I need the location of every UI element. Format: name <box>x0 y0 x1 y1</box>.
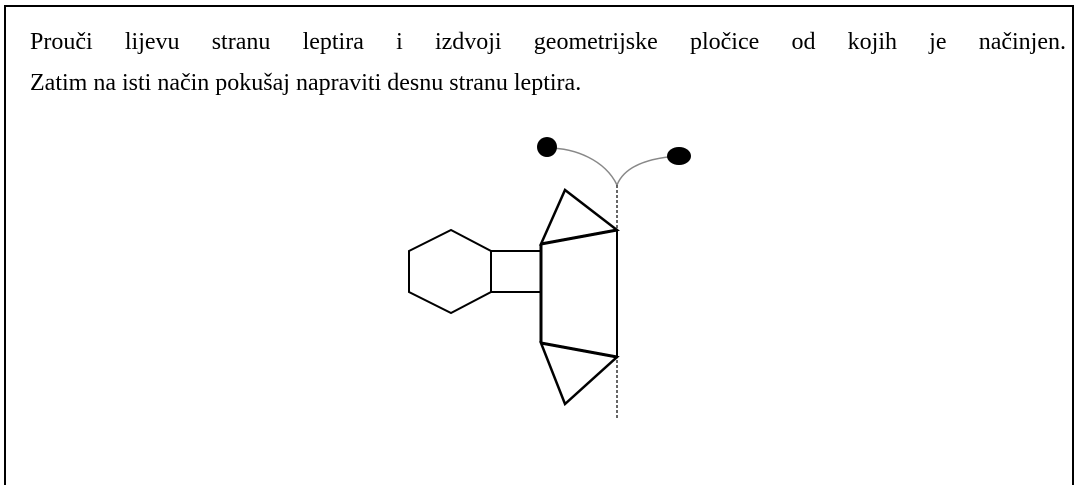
instruction-line-1: Prouči lijevu stranu leptira i izdvoji g… <box>30 29 1066 55</box>
task-frame <box>4 5 1074 485</box>
trapezoid-tile <box>540 228 618 359</box>
task-instructions: Prouči lijevu stranu leptira i izdvoji g… <box>30 22 1066 104</box>
right-antenna-tip <box>667 147 691 165</box>
upper-triangle-tile <box>538 188 620 246</box>
left-antenna-tip <box>537 137 557 157</box>
square-tile <box>490 250 542 293</box>
instruction-line-2: Zatim na isti način pokušaj napraviti de… <box>30 70 582 96</box>
lower-triangle-tile <box>539 341 620 407</box>
hexagon-tile <box>408 228 492 315</box>
left-antenna <box>547 147 618 186</box>
